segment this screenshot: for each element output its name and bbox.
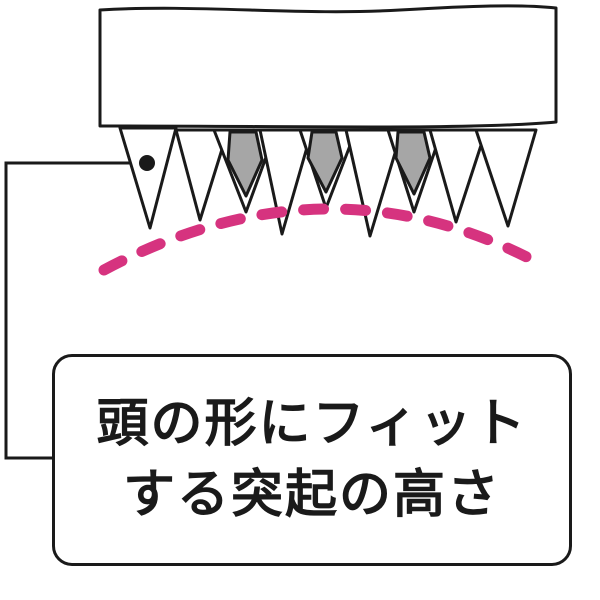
tooth: [344, 128, 404, 238]
shaded-tooth: [394, 130, 432, 196]
leader-line: [4, 161, 147, 460]
tooth: [428, 128, 488, 224]
caption-box: 頭の形にフィット する突起の高さ: [52, 354, 572, 566]
shaded-tooth: [306, 130, 344, 194]
tooth: [174, 128, 230, 222]
caption-line-2: する突起の高さ: [122, 465, 501, 525]
caption-line-1: 頭の形にフィット: [96, 394, 528, 454]
head-shape-dashed-curve: [98, 203, 550, 276]
shaded-teeth-group: [226, 130, 432, 198]
shaded-tooth: [226, 130, 264, 198]
tooth: [474, 128, 538, 228]
tooth: [258, 128, 314, 236]
tooth: [118, 126, 178, 230]
brush-head-body: [98, 4, 558, 129]
tooth-marker-dot: [139, 155, 155, 171]
